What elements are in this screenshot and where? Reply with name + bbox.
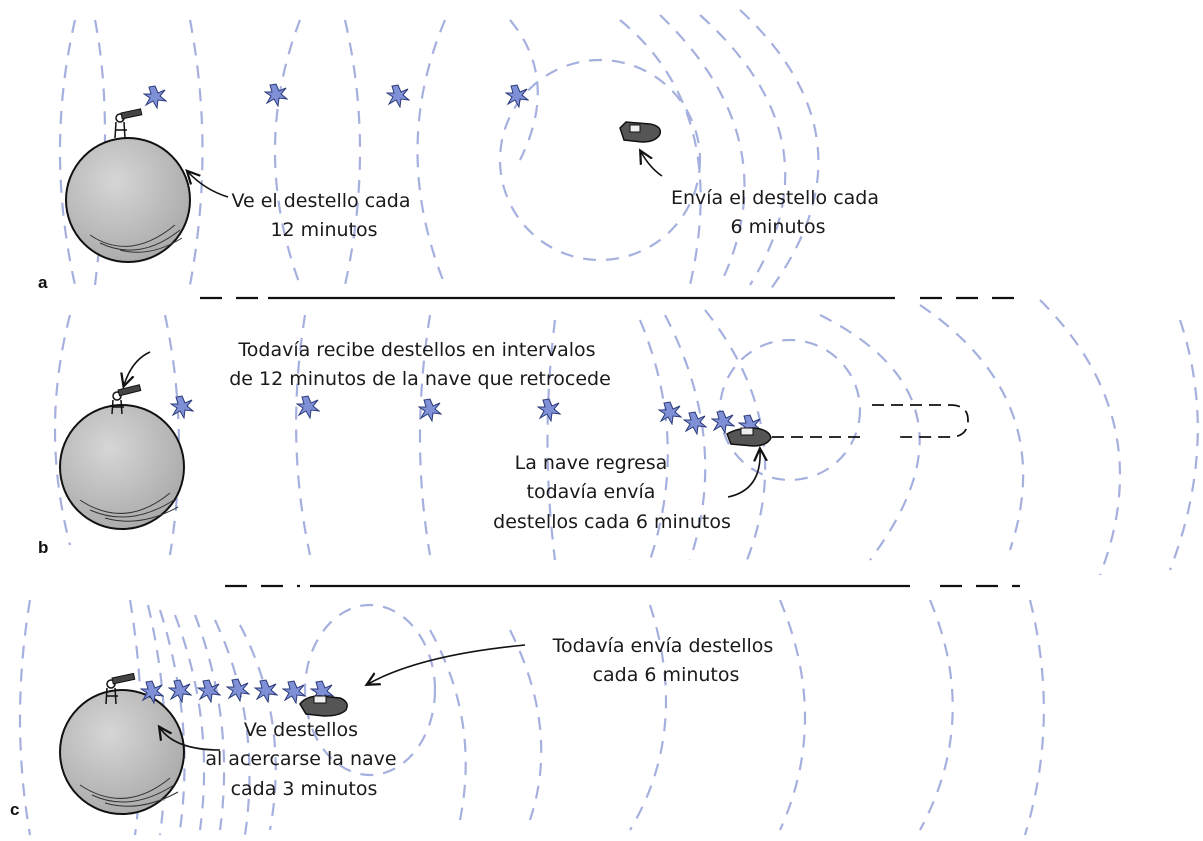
flash-icon [226,678,250,702]
panel-c: Todavía envía destellos cada 6 minutos V… [10,599,1045,836]
planet-icon [65,137,191,263]
ship-caption-a: Envía el destello cada 6 minutos [671,187,885,238]
ship-caption-b: La nave regresa todavía envía destellos … [493,452,731,533]
planet-c [59,689,185,815]
flash-icon [264,83,288,107]
planet-b [59,404,185,530]
wavefronts-b [53,299,1199,576]
spaceship-icon [619,121,662,143]
flash-icon [505,84,529,108]
planet-a [65,137,191,263]
flashes-a [143,83,529,109]
panel-letter-a: a [38,273,48,292]
observer-caption-a: Ve el destello cada 12 minutos [231,190,416,241]
flash-icon [418,398,442,422]
flash-icon [168,679,192,703]
wavefronts-a [58,9,820,291]
spaceship-icon [726,427,772,447]
telescope-observer-icon [114,108,143,139]
observer-caption-c: Ve destellos al acercarse la nave cada 3… [205,719,402,800]
flash-icon [140,680,164,704]
telescope-observer-icon [105,672,136,705]
panel-letter-c: c [10,800,19,819]
ship-caption-c: Todavía envía destellos cada 6 minutos [552,635,780,686]
flash-icon [386,84,410,108]
return-path [772,404,969,438]
panel-b: Todavía recibe destellos en intervalos d… [38,299,1199,576]
flash-icon [143,85,167,109]
panel-letter-b: b [38,538,48,557]
flash-icon [254,679,278,703]
observer-caption-b: Todavía recibe destellos en intervalos d… [229,339,611,390]
flashes-b [170,395,762,438]
flash-icon [170,395,194,419]
spaceship-icon [299,695,348,717]
planet-icon [59,689,185,815]
planet-icon [59,404,185,530]
panel-a: Ve el destello cada 12 minutos Envía el … [38,9,885,292]
flash-icon [282,680,306,704]
flash-icon [537,398,561,422]
flash-icon [658,401,682,425]
flash-icon [296,395,320,419]
flash-icon [711,410,735,434]
wavefronts-c [18,599,1045,836]
